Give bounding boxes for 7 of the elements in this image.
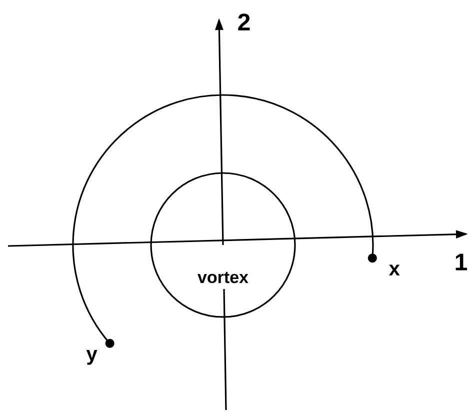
point-dot xyxy=(368,254,377,263)
axis-label: 1 xyxy=(456,254,467,270)
trajectory-arc xyxy=(72,94,374,344)
axis-label: 2 xyxy=(238,14,250,30)
point-label: x xyxy=(388,264,400,276)
point-label: y xyxy=(86,350,98,365)
point-dot xyxy=(105,338,114,348)
